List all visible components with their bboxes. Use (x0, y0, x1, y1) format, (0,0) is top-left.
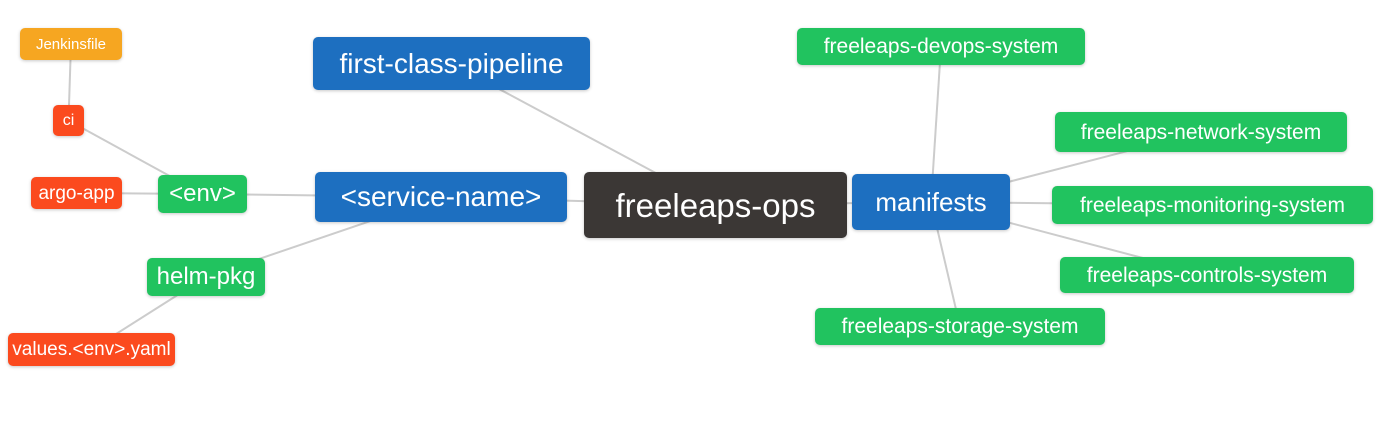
node-first-class-pipeline[interactable]: first-class-pipeline (313, 37, 590, 90)
node-devops-system[interactable]: freeleaps-devops-system (797, 28, 1085, 65)
node-manifests[interactable]: manifests (852, 174, 1010, 230)
node-monitoring-system[interactable]: freeleaps-monitoring-system (1052, 186, 1373, 224)
node-env[interactable]: <env> (158, 175, 247, 213)
node-argo-app[interactable]: argo-app (31, 177, 122, 209)
node-jenkinsfile[interactable]: Jenkinsfile (20, 28, 122, 60)
node-ci[interactable]: ci (53, 105, 84, 136)
node-helm-pkg[interactable]: helm-pkg (147, 258, 265, 296)
node-freeleaps-ops[interactable]: freeleaps-ops (584, 172, 847, 238)
node-values-env-yaml[interactable]: values.<env>.yaml (8, 333, 175, 366)
node-network-system[interactable]: freeleaps-network-system (1055, 112, 1347, 152)
node-controls-system[interactable]: freeleaps-controls-system (1060, 257, 1354, 293)
node-storage-system[interactable]: freeleaps-storage-system (815, 308, 1105, 345)
node-service-name[interactable]: <service-name> (315, 172, 567, 222)
